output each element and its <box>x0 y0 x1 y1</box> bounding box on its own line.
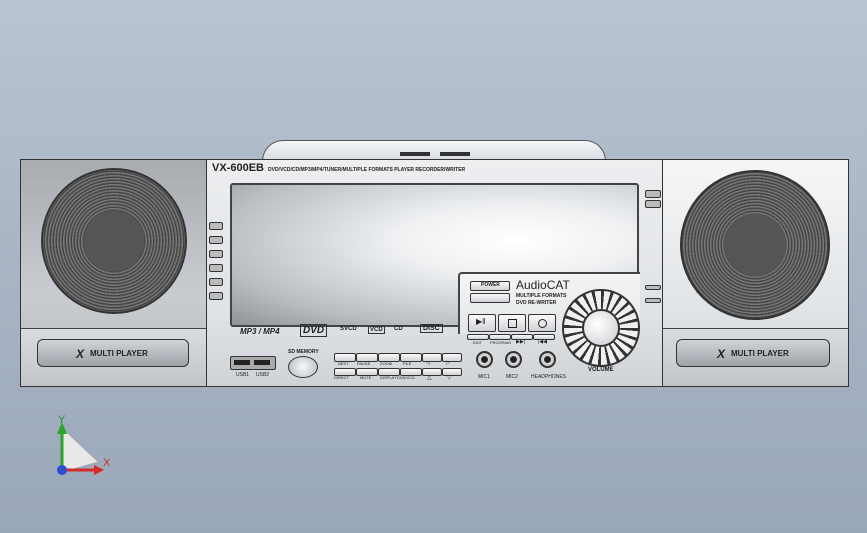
file-label: FILE <box>403 361 412 366</box>
x-axis-label: X <box>103 457 111 469</box>
play-pause-icon: ▶‖ <box>476 317 486 326</box>
mute-button[interactable] <box>356 368 378 376</box>
program-label: PROGRAM <box>490 340 511 345</box>
dvd-vcd-button[interactable] <box>400 368 422 376</box>
left-badge-text: MULTI PLAYER <box>90 349 148 358</box>
next-track-label: ▶▶| <box>516 339 525 345</box>
volume-label: VOLUME <box>588 367 614 373</box>
next-button[interactable] <box>334 353 356 362</box>
left-speaker-cabinet: X MULTI PLAYER <box>20 159 208 387</box>
left-badge-initial: X <box>76 347 85 361</box>
sd-memory-slot[interactable] <box>288 356 318 378</box>
right-button[interactable] <box>442 368 462 376</box>
next-track-button[interactable] <box>511 334 533 340</box>
carry-handle <box>262 140 606 161</box>
up-arrow-icon: ◁ <box>426 360 430 366</box>
side-slot-right-mid[interactable] <box>645 285 661 290</box>
handle-slot-right <box>440 152 470 156</box>
right-speaker-grille <box>680 170 830 320</box>
side-slot-1[interactable] <box>209 222 223 230</box>
direct-button[interactable] <box>334 368 356 376</box>
stop-icon <box>508 319 517 328</box>
axis-plane <box>61 427 99 473</box>
usb-port-panel[interactable] <box>230 356 276 370</box>
brand-name: AudioCAT <box>516 278 570 292</box>
model-name: VX-600EB <box>212 162 264 174</box>
down-arrow-icon: ▷ <box>446 360 450 366</box>
pause-label: PAUSE <box>357 361 371 366</box>
brand-subline-2: DVD RE-WRITER <box>516 300 557 306</box>
z-axis-dot <box>57 465 67 475</box>
caret-down-icon: ▽ <box>447 375 452 381</box>
handle-slot-left <box>400 152 430 156</box>
side-slot-right-top[interactable] <box>645 190 661 198</box>
record-button[interactable] <box>528 314 556 332</box>
record-icon <box>538 319 547 328</box>
left-button[interactable] <box>422 368 442 376</box>
dvd-vcd-label: DVD/VCD <box>397 375 416 380</box>
left-speaker-badge: X MULTI PLAYER <box>37 339 189 367</box>
y-axis-arrow <box>57 422 67 434</box>
display-label: DISPLAY <box>380 375 397 380</box>
axis-triad <box>57 422 104 475</box>
direct-label: DIRECT <box>334 375 349 380</box>
side-slot-3[interactable] <box>209 250 223 258</box>
right-badge-text: MULTI PLAYER <box>731 349 789 358</box>
zoom-button[interactable] <box>378 353 400 362</box>
format-dvd: DVD <box>300 324 328 337</box>
side-slot-4[interactable] <box>209 264 223 272</box>
format-svcd: SVCD <box>340 326 357 332</box>
mic1-label: MIC1 <box>478 374 490 380</box>
volume-knob[interactable] <box>582 309 620 347</box>
side-slot-2[interactable] <box>209 236 223 244</box>
usb1-port[interactable] <box>234 360 250 365</box>
side-slot-right-top-2[interactable] <box>645 200 661 208</box>
right-speaker-cabinet: X MULTI PLAYER <box>661 159 849 387</box>
file-button[interactable] <box>400 353 422 362</box>
y-axis-label: Y <box>58 414 66 426</box>
right-badge-initial: X <box>717 347 726 361</box>
up-button[interactable] <box>422 353 442 362</box>
next-label: NEXT <box>338 361 349 366</box>
down-button[interactable] <box>442 353 462 362</box>
prev-track-label: |◀◀ <box>538 339 547 345</box>
usb2-label: USB2 <box>256 372 270 378</box>
pause-button[interactable] <box>356 353 378 362</box>
left-speaker-base: X MULTI PLAYER <box>21 328 207 386</box>
mic2-jack[interactable] <box>505 351 522 368</box>
x-axis-arrow <box>94 465 104 475</box>
side-slot-right-mid-2[interactable] <box>645 298 661 303</box>
format-mp3-mp4: MP3 / MP4 <box>240 327 280 336</box>
brand-subline-1: MULTIPLE FORMATS <box>516 293 567 299</box>
display-button[interactable] <box>378 368 400 376</box>
play-pause-button[interactable]: ▶‖ <box>468 314 496 332</box>
right-speaker-base: X MULTI PLAYER <box>662 328 848 386</box>
headphones-label: HEADPHONES <box>531 374 567 380</box>
program-button[interactable] <box>489 334 511 340</box>
headphones-jack[interactable] <box>539 351 556 368</box>
power-label: POWER <box>481 282 500 288</box>
usb2-port[interactable] <box>254 360 270 365</box>
sd-memory-label: SD MEMORY <box>288 349 319 355</box>
prev-track-button[interactable] <box>533 334 555 340</box>
function-button[interactable] <box>470 293 510 303</box>
power-button[interactable]: POWER <box>470 281 510 291</box>
mic1-jack[interactable] <box>476 351 493 368</box>
caret-up-icon: △ <box>427 375 432 381</box>
mute-label: MUTE <box>360 375 372 380</box>
side-slot-6[interactable] <box>209 292 223 300</box>
zoom-label: ZOOM <box>380 361 392 366</box>
right-speaker-badge: X MULTI PLAYER <box>676 339 830 367</box>
stop-button[interactable] <box>498 314 526 332</box>
side-slot-5[interactable] <box>209 278 223 286</box>
edit-label: EDIT <box>473 340 483 345</box>
left-speaker-grille <box>41 168 187 314</box>
format-vcd: VCD <box>368 326 385 334</box>
mic2-label: MIC2 <box>506 374 518 380</box>
format-cd: CD <box>394 326 403 332</box>
format-disc: DISC <box>420 324 443 333</box>
edit-button[interactable] <box>467 334 489 340</box>
feature-line: DVD/VCD/CD/MP3/MP4/TUNER/MULTIPLE FORMAT… <box>268 167 466 173</box>
usb1-label: USB1 <box>236 372 250 378</box>
